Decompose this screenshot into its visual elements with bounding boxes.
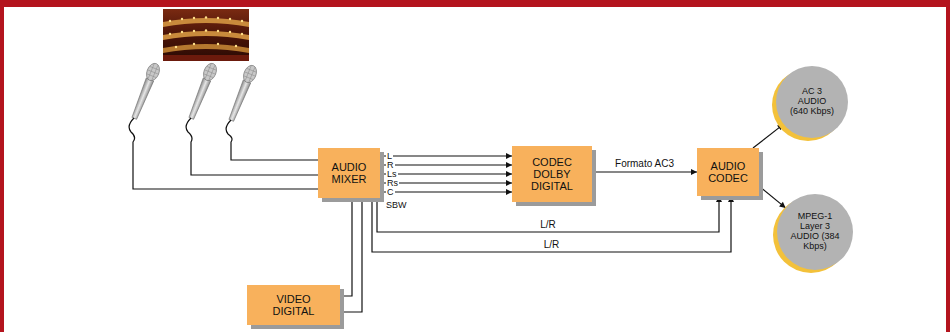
theatre-photo — [163, 9, 249, 61]
output-format-circle: MPEG-1 Layer 3 AUDIO (384 Kbps) — [777, 194, 853, 270]
signal-connector — [340, 198, 362, 312]
microphone-cable — [129, 118, 318, 189]
node-text: AC 3 AUDIO (640 Kbps) — [789, 87, 835, 117]
signal-connector — [380, 164, 512, 165]
channel-label: C — [386, 188, 395, 197]
signal-connector — [380, 191, 512, 192]
signal-connector — [753, 124, 784, 148]
signal-label: Formato AC3 — [614, 159, 675, 169]
signal-connector — [380, 173, 512, 174]
node-text: MPEG-1 Layer 3 AUDIO (384 Kbps) — [790, 212, 840, 252]
output-format-circle: AC 3 AUDIO (640 Kbps) — [776, 66, 848, 138]
channel-label: R — [386, 161, 395, 170]
dolby-codec-box: CODEC DOLBY DIGITAL — [512, 146, 592, 202]
signal-connector — [372, 196, 731, 252]
signal-label: L/R — [539, 220, 557, 230]
signal-connector — [592, 171, 697, 172]
channel-label: SBW — [386, 201, 407, 210]
channel-label: L — [386, 152, 393, 161]
signal-connector — [759, 186, 786, 208]
disc-face — [776, 66, 848, 138]
node-text: AUDIO MIXER — [323, 161, 375, 185]
disc-face — [777, 194, 853, 270]
audio-mixer-box: AUDIO MIXER — [318, 148, 380, 198]
microphone — [129, 61, 162, 120]
video-box: VIDEO DIGITAL — [247, 285, 340, 325]
audio-codec-box: AUDIO CODEC — [697, 148, 759, 196]
signal-connector — [380, 155, 512, 156]
node-text: VIDEO DIGITAL — [259, 293, 329, 317]
signal-label: L/R — [543, 240, 561, 250]
channel-label: Ls — [386, 170, 398, 179]
microphone — [226, 63, 259, 122]
microphone — [186, 61, 219, 120]
node-text: CODEC DOLBY DIGITAL — [517, 156, 587, 192]
signal-connector — [340, 198, 352, 296]
channel-label: Rs — [386, 179, 399, 188]
node-text: AUDIO CODEC — [702, 160, 754, 184]
signal-connector — [380, 182, 512, 183]
